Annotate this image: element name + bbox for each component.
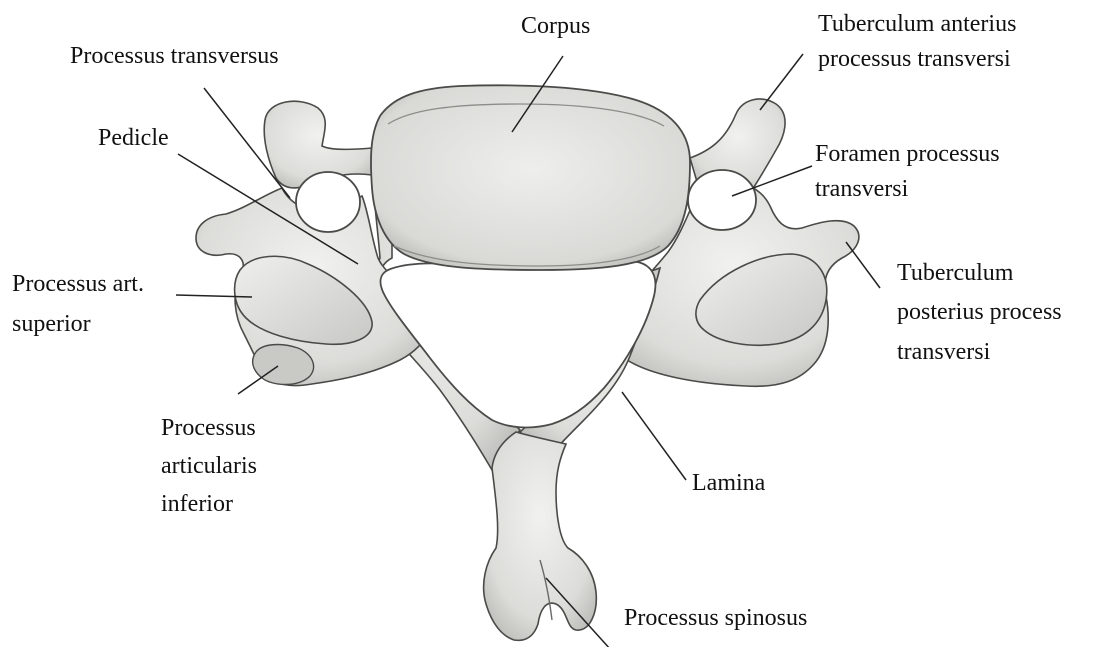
label-processus-articularis-inferior-line3: inferior bbox=[161, 490, 233, 518]
leader-lamina bbox=[622, 392, 686, 480]
label-processus-transversus: Processus transversus bbox=[70, 42, 279, 70]
vertebral-foramen bbox=[381, 261, 656, 427]
label-processus-spinosus: Processus spinosus bbox=[624, 604, 807, 632]
right-transverse-foramen bbox=[688, 170, 756, 230]
label-corpus: Corpus bbox=[521, 12, 590, 40]
label-processus-articularis-inferior-line2: articularis bbox=[161, 452, 257, 480]
leader-tuberculum-anterius bbox=[760, 54, 803, 110]
spinous-process bbox=[484, 432, 597, 640]
label-tuberculum-posterius-line3: transversi bbox=[897, 338, 990, 366]
label-processus-articularis-inferior-line1: Processus bbox=[161, 414, 256, 442]
label-foramen-line2: transversi bbox=[815, 175, 908, 203]
label-tuberculum-anterius-line2: processus transversi bbox=[818, 45, 1011, 73]
label-tuberculum-posterius-line2: posterius process bbox=[897, 298, 1062, 326]
vertebral-body bbox=[371, 85, 690, 270]
label-processus-art-superior-line1: Processus art. bbox=[12, 270, 144, 298]
label-tuberculum-anterius-line1: Tuberculum anterius bbox=[818, 10, 1016, 38]
label-processus-art-superior-line2: superior bbox=[12, 310, 91, 338]
left-transverse-foramen bbox=[296, 172, 360, 232]
label-tuberculum-posterius-line1: Tuberculum bbox=[897, 259, 1013, 287]
label-foramen-line1: Foramen processus bbox=[815, 140, 1000, 168]
label-pedicle: Pedicle bbox=[98, 124, 169, 152]
leader-tuberculum-posterius bbox=[846, 242, 880, 288]
label-lamina: Lamina bbox=[692, 469, 765, 497]
